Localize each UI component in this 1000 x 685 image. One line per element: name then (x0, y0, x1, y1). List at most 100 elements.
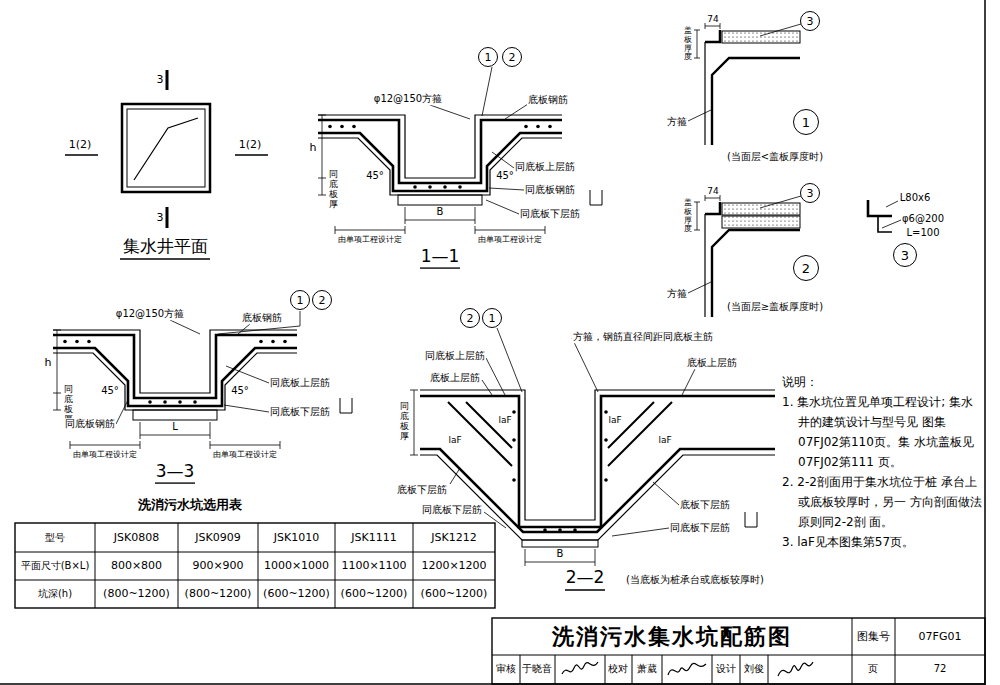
detail-2 (694, 195, 800, 317)
drawing-circle (543, 528, 547, 532)
drawing-circle (604, 478, 608, 482)
table-cell: 1200×1200 (420, 560, 487, 573)
rebar-note: 方箍 (666, 116, 688, 128)
drawing-rect (492, 618, 985, 684)
table-cell: JSK0808 (113, 531, 160, 544)
rebar-note: φ12@150方箍 (373, 93, 443, 105)
note: 3. laF见本图集第57页。 (782, 532, 982, 552)
table-cell: 900×900 (191, 560, 244, 573)
title-block-cell: 于晓音 (521, 663, 553, 675)
angle-mark: 45° (365, 170, 385, 182)
table-cell: (600~1200) (262, 588, 331, 601)
section-caption: (当底板为桩承台或底板较厚时) (625, 574, 765, 586)
rebar-note: 底板上层筋 (429, 372, 481, 384)
title-block-cell: 07FG01 (918, 631, 963, 644)
dimension: 同底板厚 (329, 170, 338, 210)
rebar-note: 底板钢筋 (527, 94, 569, 106)
floor-layer (722, 216, 800, 228)
section-2-2 (410, 390, 775, 566)
callout-number: 2 (802, 262, 810, 275)
dimension: 74 (706, 14, 719, 24)
callout-circle: 3 (800, 183, 820, 203)
dimension-note: 由单项工程设计定 (72, 450, 138, 459)
table-cell: 800×800 (110, 560, 163, 573)
callout-number: 2 (319, 295, 326, 306)
notes-column: 说明：1. 集水坑位置见单项工程设计; 集水井的建筑设计与型号见 图集07FJ0… (782, 372, 982, 552)
dimension: B (556, 548, 565, 560)
dimension: h (309, 142, 318, 155)
title-block-cell: 萧葳 (636, 663, 658, 675)
section-mark: 3 (156, 212, 165, 225)
table-cell: JSK1010 (273, 531, 320, 544)
title-block-cell: 刘俊 (743, 663, 765, 675)
rebar-note: 同底板钢筋 (524, 184, 576, 196)
drawing-circle (604, 438, 608, 442)
callout-circle: 1 (290, 290, 310, 310)
drawing-path (430, 67, 528, 214)
dimension-note: 由单项工程设计定 (212, 450, 278, 459)
callout-circle: 3 (800, 11, 820, 31)
callout-number: 3 (807, 16, 814, 27)
dimension-note: 由单项工程设计定 (477, 235, 543, 244)
dimension: B (436, 206, 445, 218)
section-3-3 (53, 330, 297, 449)
callout-number: 1 (485, 52, 492, 63)
dimension-note: 由单项工程设计定 (337, 235, 403, 244)
steel-note: L=100 (905, 227, 940, 239)
callout-circle: 1 (482, 308, 502, 328)
table-cell: 平面尺寸(B×L) (20, 560, 91, 572)
callout-circle: 2 (312, 290, 332, 310)
title-underline (155, 268, 605, 590)
drawing-path (448, 402, 672, 466)
drawing-circle (604, 410, 608, 414)
selection-table (15, 523, 495, 608)
section-mark: 3 (156, 74, 165, 87)
rebar-note: 底板钢筋 (241, 312, 283, 324)
drawing-circle (512, 478, 516, 482)
table-cell: 1000×1000 (263, 560, 330, 573)
rebar-note: 同底板钢筋 (64, 418, 116, 430)
callout-circle: 1 (478, 47, 498, 67)
title-block (492, 618, 985, 684)
drawing-circle (512, 438, 516, 442)
dimension: 盖板厚度 (684, 27, 692, 62)
anchorage-length: laF (497, 415, 512, 425)
drawing-circle (573, 528, 577, 532)
pit-plan (65, 70, 268, 259)
angle-mark: 45° (100, 385, 120, 397)
detail-3 (868, 200, 892, 232)
table-cell: 型号 (44, 532, 66, 544)
table-cell: (800~1200) (102, 588, 171, 601)
rebar-note: 底板上层筋 (686, 357, 738, 369)
table-cell: JSK0909 (194, 531, 241, 544)
drawing-path (15, 523, 495, 608)
title-block-cell: 页 (867, 663, 879, 675)
drawing-path (166, 70, 169, 228)
drawing-rect (127, 109, 205, 187)
drawing-g (512, 410, 608, 532)
rebar-note: 方箍，钢筋直径间距同底板主筋 (572, 331, 714, 343)
callout-number: 3 (807, 188, 814, 199)
callout-circle: 3 (893, 243, 917, 267)
rebar-note: 底板下层筋 (396, 484, 448, 496)
table-cell: 1100×1100 (340, 560, 407, 573)
callout-circle: 2 (793, 255, 819, 281)
anchorage-length: laF (657, 435, 672, 445)
dimension: L (171, 421, 179, 433)
rebar-note: φ12@150方箍 (115, 308, 185, 320)
drawing-path (562, 662, 598, 674)
title-block-cell: 校对 (607, 663, 629, 675)
anchorage-length: laF (607, 415, 622, 425)
drawing-circle (558, 528, 562, 532)
callout-number: 3 (901, 249, 909, 262)
leader-lines (116, 24, 901, 536)
drawing-path (868, 200, 892, 216)
dimension: h (44, 357, 53, 370)
table-cell: JSK1212 (430, 531, 477, 544)
title-block-cell: 审核 (495, 663, 517, 675)
rebar-note: 同底板上层筋 (514, 161, 576, 173)
drawing-path (420, 396, 775, 527)
drawing-path (688, 24, 901, 293)
